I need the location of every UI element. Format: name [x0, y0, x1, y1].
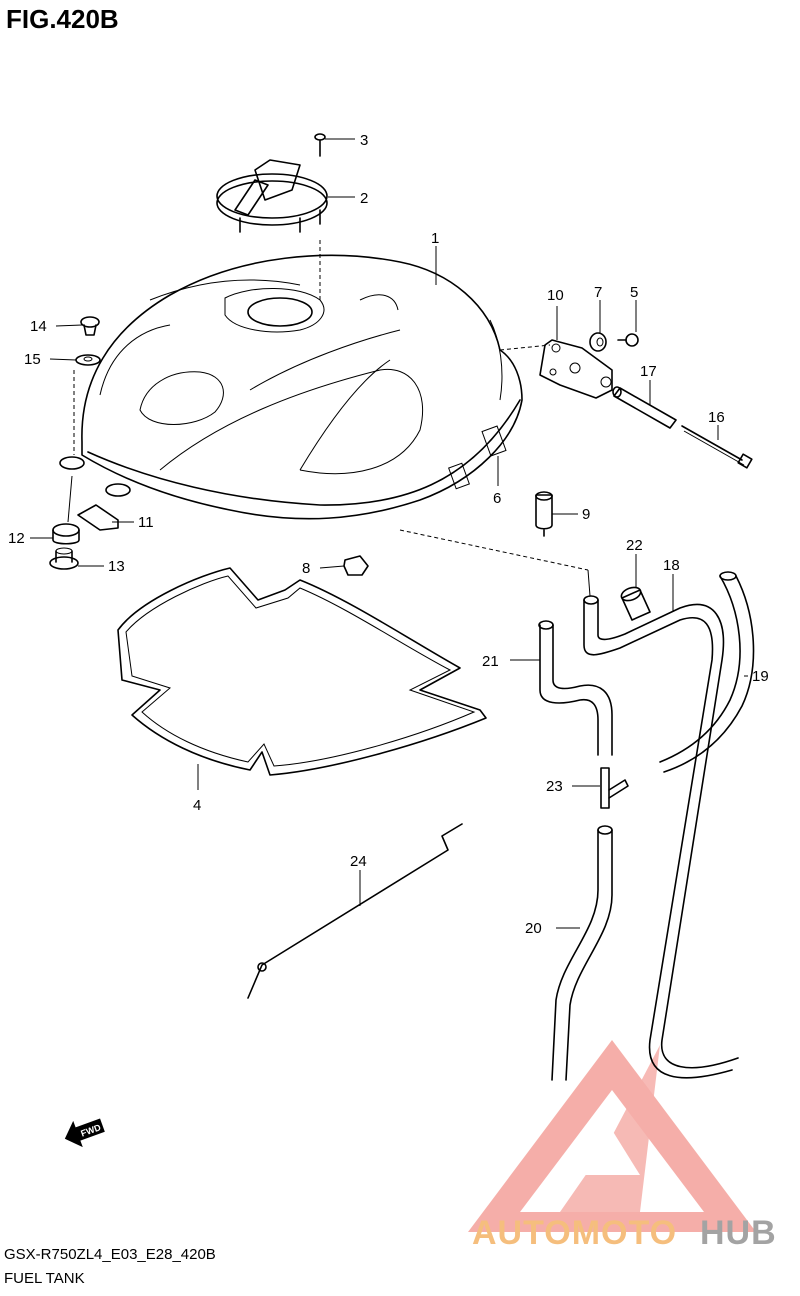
callout-8: 8: [302, 560, 310, 577]
part-tank-bracket: [539, 339, 613, 399]
part-cushion-collar: [49, 547, 79, 570]
part-washer: [75, 354, 101, 366]
callout-1: 1: [431, 230, 439, 247]
watermark-brand-accent: HUB: [700, 1214, 777, 1252]
part-long-bolt: [681, 425, 753, 469]
callout-23: 23: [546, 778, 563, 795]
leader-lines: [30, 138, 748, 929]
watermark-logo: AUTOMOTO HUB: [468, 1040, 777, 1252]
callout-labels: 3 2 1 4 5 6 7 8 9 10 11 12 13 14 15 16 1…: [8, 132, 769, 937]
part-damper: [535, 491, 553, 537]
part-hose-sleeve: [620, 586, 651, 621]
part-spacer-tube: [612, 386, 677, 429]
callout-5: 5: [630, 284, 638, 301]
part-cushion: [52, 523, 80, 545]
model-code: GSX-R750ZL4_E03_E28_420B: [4, 1246, 216, 1263]
part-fuel-cap: [216, 159, 328, 233]
callout-7: 7: [594, 284, 602, 301]
callout-3: 3: [360, 132, 368, 149]
part-collar: [589, 332, 607, 352]
callout-4: 4: [193, 797, 201, 814]
callout-19: 19: [752, 668, 769, 685]
part-cap-screw: [314, 133, 326, 157]
part-prop-rod: [247, 823, 463, 999]
callout-11: 11: [138, 514, 154, 531]
callout-21: 21: [482, 653, 499, 670]
watermark-brand-primary: AUTOMOTO: [472, 1214, 677, 1252]
callout-10: 10: [547, 287, 564, 304]
part-clip: [343, 555, 369, 576]
callout-20: 20: [525, 920, 542, 937]
callout-18: 18: [663, 557, 680, 574]
part-tank-gasket: [117, 567, 487, 776]
part-bracket-bolt: [617, 333, 639, 347]
callout-9: 9: [582, 506, 590, 523]
callout-12: 12: [8, 530, 25, 547]
part-breather-hose-long: [583, 595, 739, 1079]
callout-2: 2: [360, 190, 368, 207]
callout-24: 24: [350, 853, 367, 870]
part-hose-short: [659, 571, 755, 773]
part-fuel-tank: [59, 254, 523, 520]
callout-22: 22: [626, 537, 643, 554]
part-drain-hose: [551, 825, 613, 1081]
section-name: FUEL TANK: [4, 1270, 85, 1287]
callout-14: 14: [30, 318, 47, 335]
callout-13: 13: [108, 558, 125, 575]
callout-15: 15: [24, 351, 41, 368]
part-three-way-joint: [600, 767, 629, 809]
forward-arrow-icon: FWD: [64, 1118, 105, 1148]
part-hose-bent: [538, 620, 613, 756]
callout-17: 17: [640, 363, 657, 380]
part-mount-bolt: [80, 316, 100, 336]
callout-6: 6: [493, 490, 501, 507]
part-mount-bracket: [77, 504, 119, 531]
callout-16: 16: [708, 409, 725, 426]
figure-title: FIG.420B: [6, 4, 119, 34]
